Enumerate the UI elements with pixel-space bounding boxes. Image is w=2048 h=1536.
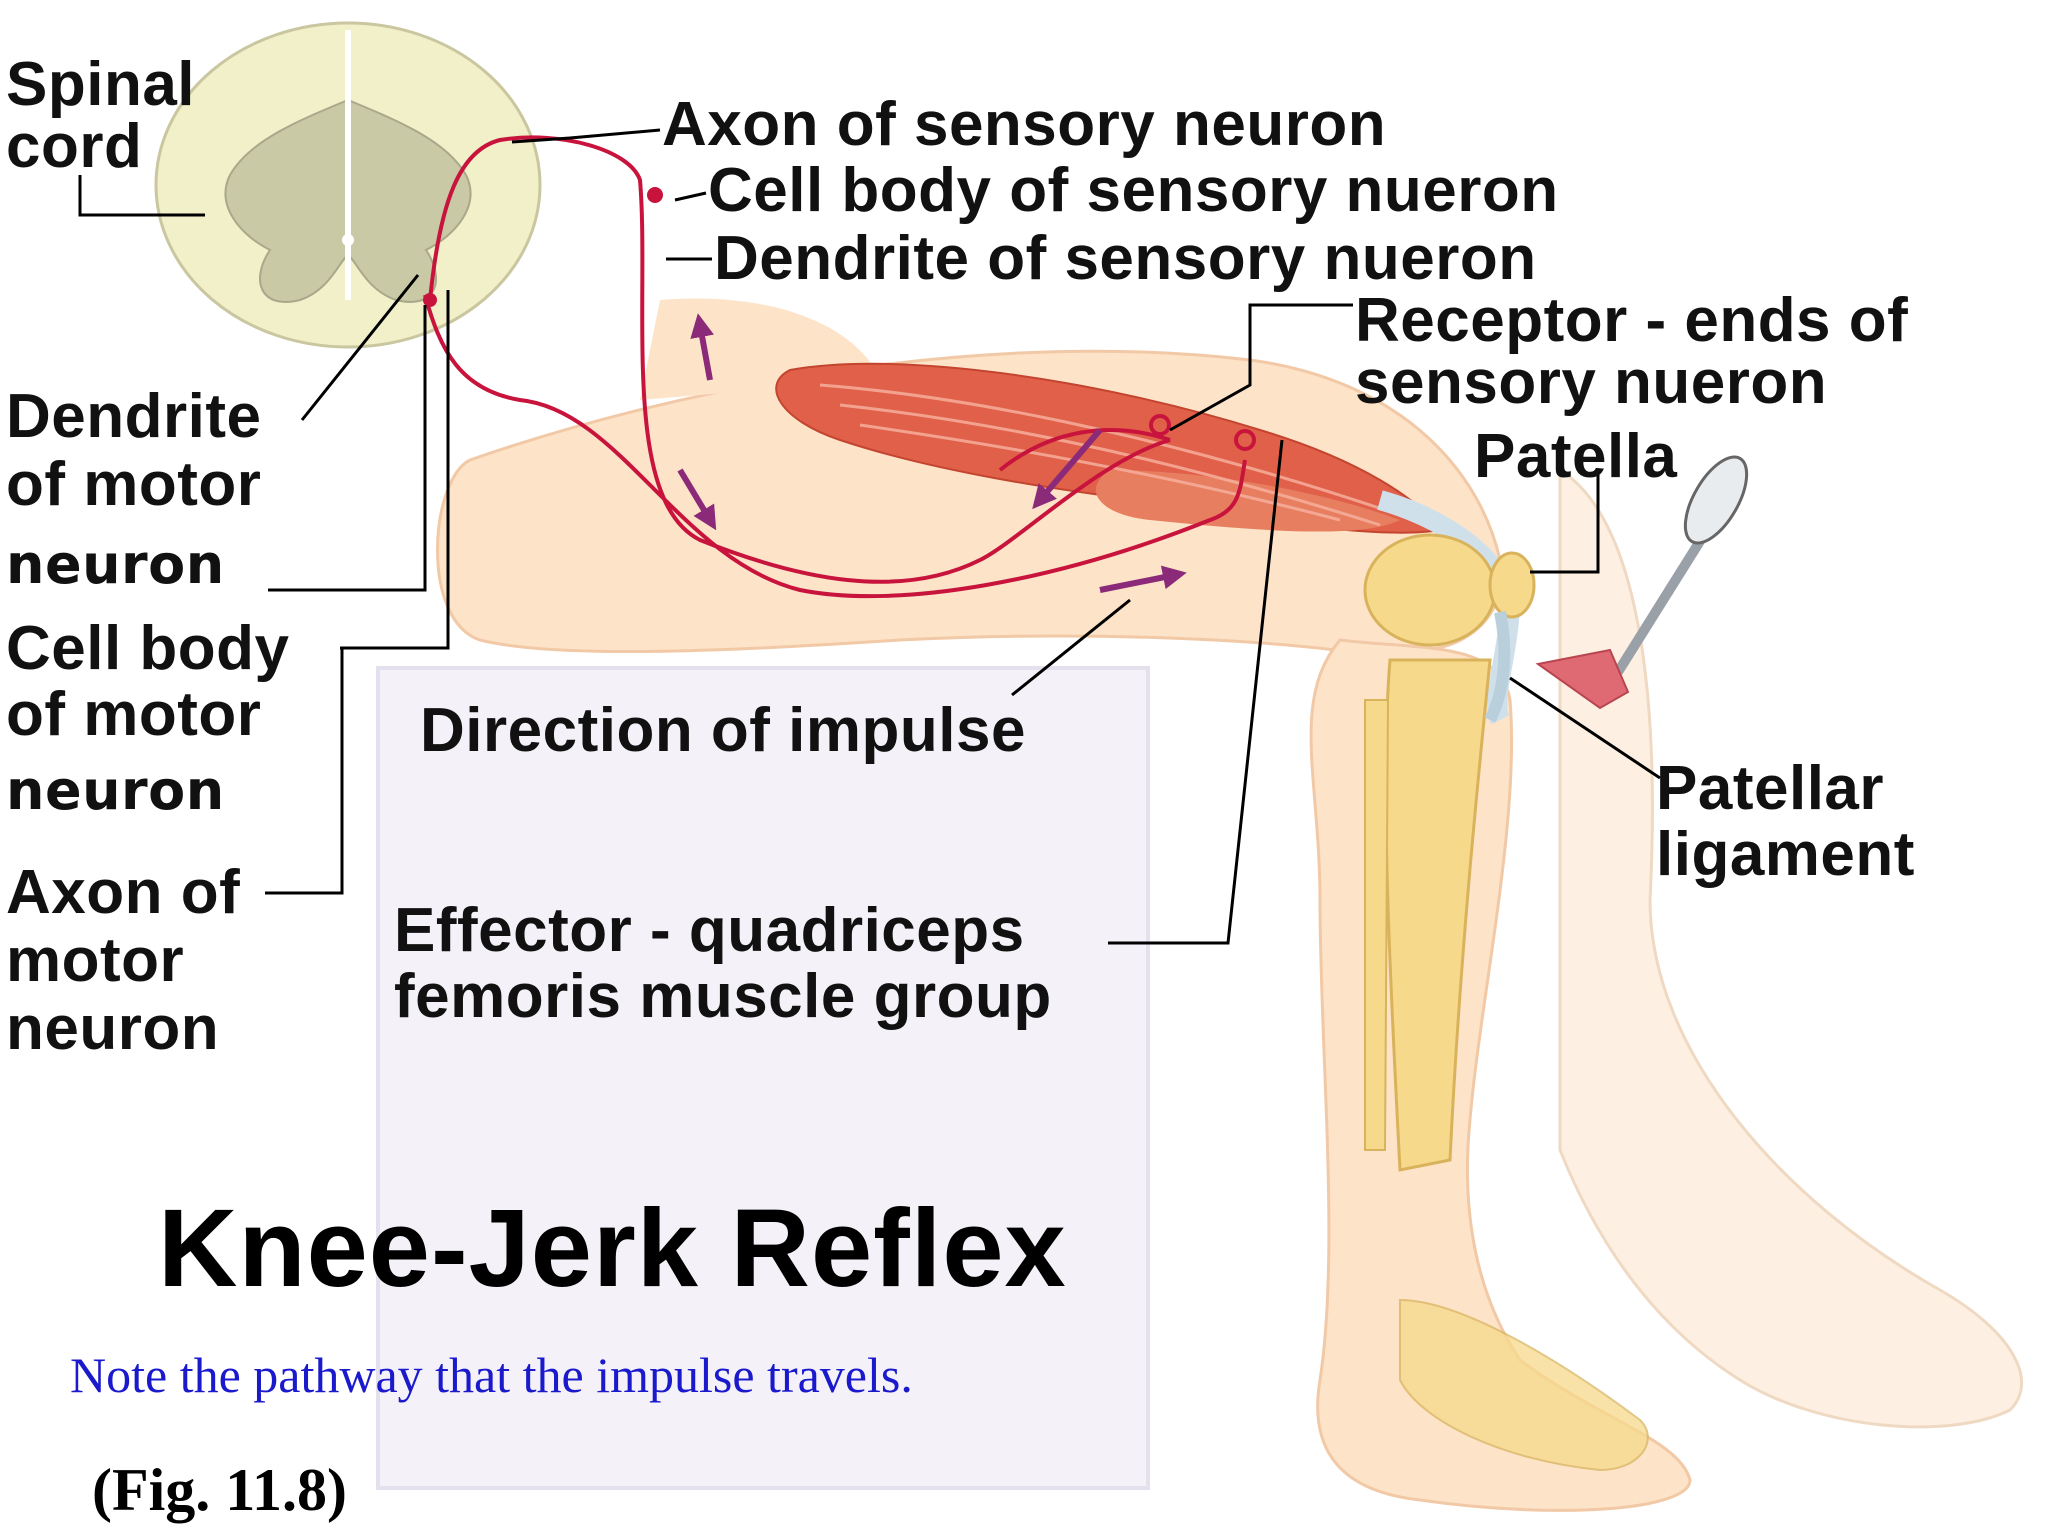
label-dendrite-sensory-neuron: Dendrite of sensory nueron [714,224,1537,293]
motor-cell-body [423,293,437,307]
label-cell-body-sensory-neuron: Cell body of sensory nueron [708,156,1559,225]
stool [376,666,1150,1490]
sensory-neuron-path [428,135,1171,584]
patella-bone [1488,551,1536,619]
label-patella: Patella [1474,422,1678,491]
foot-bones [1399,1298,1649,1472]
label-cell-body-motor-neuron: Cell body of motor neuron [6,614,290,822]
motor-neuron-path [423,294,1247,599]
label-axon-motor-neuron: Axon of motor neuron [6,858,241,1063]
fibula [1364,699,1390,1151]
label-direction-of-impulse: Direction of impulse [420,696,1026,765]
label-patellar-ligament: Patellar ligament [1656,754,1915,889]
spinal-cord-cross-section [154,21,542,349]
impulse-arrows [677,313,1187,593]
effector-ending [1234,429,1256,451]
label-effector: Effector - quadriceps femoris muscle gro… [394,896,1052,1031]
figure-reference: (Fig. 11.8) [92,1457,347,1523]
leader-lines [78,128,1661,945]
pathway-note: Note the pathway that the impulse travel… [70,1347,913,1403]
label-axon-sensory-neuron: Axon of sensory neuron [662,90,1387,159]
label-receptor: Receptor - ends of sensory nueron [1355,286,1909,417]
label-spinal-cord: Spinal cord [6,50,196,181]
diagram-title: Knee-Jerk Reflex [158,1187,1067,1310]
label-dendrite-motor-neuron: Dendrite of motor neuron [6,382,262,596]
receptor-ending [1149,414,1171,436]
sensory-cell-body [647,187,663,203]
femur-condyle [1363,533,1497,647]
reflex-hammer [1535,455,1749,710]
patellar-ligament-shape [1484,610,1511,723]
background-leg [1558,467,2023,1429]
